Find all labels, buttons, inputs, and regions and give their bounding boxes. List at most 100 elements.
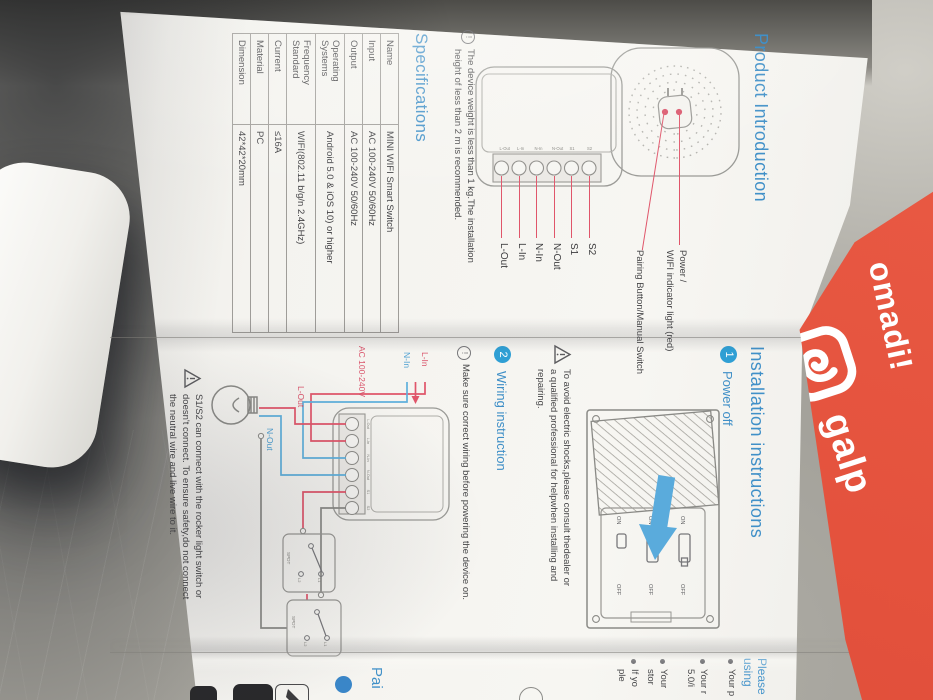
face-label: L-In <box>517 146 525 151</box>
terminal-label-lout: L-Out <box>498 243 509 269</box>
face-label: N-Out <box>552 146 564 151</box>
blue-arrow-icon <box>639 474 677 560</box>
spec-value: AC 100-240V 50/60Hz <box>362 124 381 333</box>
bullet-fragment: Your p <box>726 669 737 697</box>
l1-label: L1 <box>323 642 328 647</box>
power-off-diagram: ON OFF ON OFF ON OFF <box>586 409 720 629</box>
wire-l-out <box>259 407 346 425</box>
spec-value: PC <box>250 124 269 333</box>
bullet-dot <box>700 659 705 664</box>
galp-wordmark: galp <box>815 407 881 499</box>
face-label: N-In <box>366 454 370 461</box>
spdt-label: SPDT <box>291 616 296 628</box>
l-in-label: L-In <box>420 352 430 367</box>
bullet-dot <box>660 659 665 664</box>
terminal-leader <box>553 176 555 238</box>
wire-n-in <box>302 382 408 459</box>
galp-logo-icon <box>799 326 857 402</box>
manual-content-rotated: Product Introduction Power / WIFI indica… <box>110 0 855 700</box>
installation-heading: Installation instructions <box>747 346 767 539</box>
warning-electric-shock: To avoid electric shocks,please consult … <box>535 369 572 587</box>
terminal-leader <box>570 176 572 238</box>
switch-off-label: OFF <box>615 584 621 596</box>
spec-value: AC 100-240V 50/60Hz <box>344 124 363 333</box>
galp-brand: galp <box>799 316 897 504</box>
weight-note: The device weight is less than 1 kg.The … <box>452 49 476 263</box>
please-using-text: Please using <box>741 658 769 695</box>
spec-label: Frequency Standard <box>286 33 316 125</box>
wire-s1 <box>302 491 346 532</box>
face-label: N-In <box>535 146 544 151</box>
wire-n-out <box>259 415 346 476</box>
spec-value: MINI WIFI Smart Switch <box>380 124 399 333</box>
terminal-label-nout: N-Out <box>551 243 562 270</box>
switch-on-label: ON <box>647 516 653 524</box>
spec-label: Dimension <box>232 33 251 125</box>
spec-value: ≤16A <box>268 124 287 333</box>
spec-label: Current <box>268 33 287 125</box>
terminal-leader <box>535 176 537 238</box>
spec-label: Material <box>250 33 269 125</box>
wiring-diagram: L-Out L-In N-In N-Out S1 S2 <box>211 346 450 657</box>
bullet-dot <box>728 659 733 664</box>
device-front-diagram: S2 S1 N-Out N-In L-In L-Out <box>475 66 623 187</box>
note-icon: ! <box>461 30 475 44</box>
terminal-label-nin: N-In <box>533 243 544 262</box>
face-label: S2 <box>587 146 593 151</box>
ac-label: AC 100-240V <box>357 346 367 397</box>
spec-label: Output <box>344 33 363 125</box>
qr-code-icon <box>233 684 273 700</box>
spec-label: Operating Systems <box>315 33 345 125</box>
bullet-dot <box>631 659 636 664</box>
warning-triangle-icon <box>184 368 202 389</box>
callout-pairing-label: Pairing Button/Manual Switch <box>634 250 645 375</box>
product-intro-heading: Product Introduction <box>751 33 771 203</box>
step-1-badge: 1 <box>720 346 737 363</box>
arrow-icon-box <box>275 684 309 700</box>
app-icon-blue <box>335 676 352 693</box>
supply-arrow-icon <box>411 396 420 404</box>
face-label: N-Out <box>366 470 370 481</box>
face-label: L-Out <box>366 419 370 429</box>
spec-value: WIFI(802.11 b/g/n 2.4GHz) <box>286 124 316 333</box>
wire-l-in <box>310 382 426 442</box>
spec-label: Input <box>362 33 381 125</box>
specifications-heading: Specifications <box>412 33 431 143</box>
qr-code-icon <box>190 686 217 700</box>
l2-label: L2 <box>303 642 308 647</box>
pairing-heading-partial: Pai <box>368 667 385 689</box>
step-2-title: Wiring instruction <box>494 371 509 471</box>
circle-icon-partial <box>519 687 543 700</box>
face-label: S1 <box>366 490 370 495</box>
terminal-label-s1: S1 <box>568 243 579 256</box>
step-2-badge: 2 <box>494 346 511 363</box>
face-label: L-Out <box>500 146 511 151</box>
spec-value: Android 5.0 & iOS 10) or higher <box>315 124 345 333</box>
terminal-leader <box>588 176 590 238</box>
spec-value: 42*42*20mm <box>232 124 251 333</box>
face-label: S1 <box>570 146 576 151</box>
wire-return <box>260 438 287 629</box>
l1-label: L1 <box>317 578 322 583</box>
spdt-label: SPDT <box>286 552 291 564</box>
terminal-leader <box>500 176 502 238</box>
face-label: S2 <box>366 506 370 511</box>
terminal-leader <box>518 176 520 238</box>
n-in-label: N-In <box>402 352 412 368</box>
switch-on-label: ON <box>679 516 685 524</box>
wiring-note: Make sure correct wiring before powering… <box>460 364 471 601</box>
spdt-switch-2: L1 L2 SPDT <box>286 599 342 657</box>
light-bulb-icon <box>211 385 258 425</box>
power-led-dot <box>675 108 683 116</box>
terminal-label-s2: S2 <box>586 243 597 256</box>
